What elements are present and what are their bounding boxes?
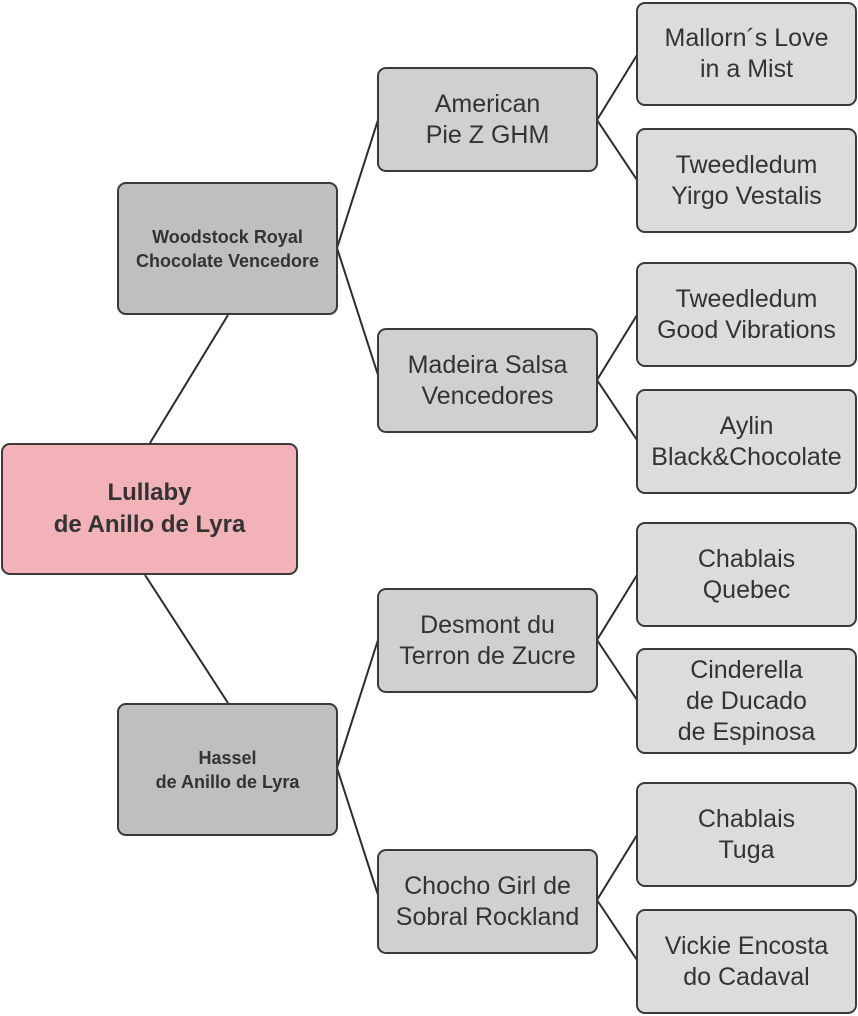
- dam-sire-node: Desmont du Terron de Zucre: [377, 588, 598, 693]
- connector-line: [149, 314, 229, 444]
- connector-line: [596, 574, 638, 641]
- dam-dam-sire-node: Chablais Tuga: [636, 782, 857, 887]
- connector-line: [596, 899, 638, 961]
- dam-dam-dam-node: Vickie Encosta do Cadaval: [636, 909, 857, 1014]
- dam-dam-node: Chocho Girl de Sobral Rockland: [377, 849, 598, 954]
- connector-line: [336, 767, 379, 896]
- connector-line: [596, 54, 638, 121]
- connector-line: [596, 379, 638, 441]
- dam-node: Hassel de Anillo de Lyra: [117, 703, 338, 836]
- connector-line: [336, 247, 379, 376]
- sire-node: Woodstock Royal Chocolate Vencedore: [117, 182, 338, 315]
- connector-line: [596, 119, 638, 181]
- connector-line: [336, 119, 379, 249]
- dam-sire-sire-node: Chablais Quebec: [636, 522, 857, 627]
- sire-sire-dam-node: Tweedledum Yirgo Vestalis: [636, 128, 857, 233]
- connector-line: [596, 639, 638, 701]
- dam-sire-dam-node: Cinderella de Ducado de Espinosa: [636, 648, 857, 754]
- sire-sire-node: American Pie Z GHM: [377, 67, 598, 172]
- sire-dam-node: Madeira Salsa Vencedores: [377, 328, 598, 433]
- sire-dam-sire-node: Tweedledum Good Vibrations: [636, 262, 857, 367]
- connector-line: [596, 314, 638, 381]
- connector-line: [336, 639, 379, 769]
- root-node: Lullaby de Anillo de Lyra: [1, 443, 298, 575]
- sire-dam-dam-node: Aylin Black&Chocolate: [636, 389, 857, 494]
- sire-sire-sire-node: Mallorn´s Love in a Mist: [636, 2, 857, 106]
- connector-line: [144, 574, 229, 704]
- connector-line: [596, 834, 638, 901]
